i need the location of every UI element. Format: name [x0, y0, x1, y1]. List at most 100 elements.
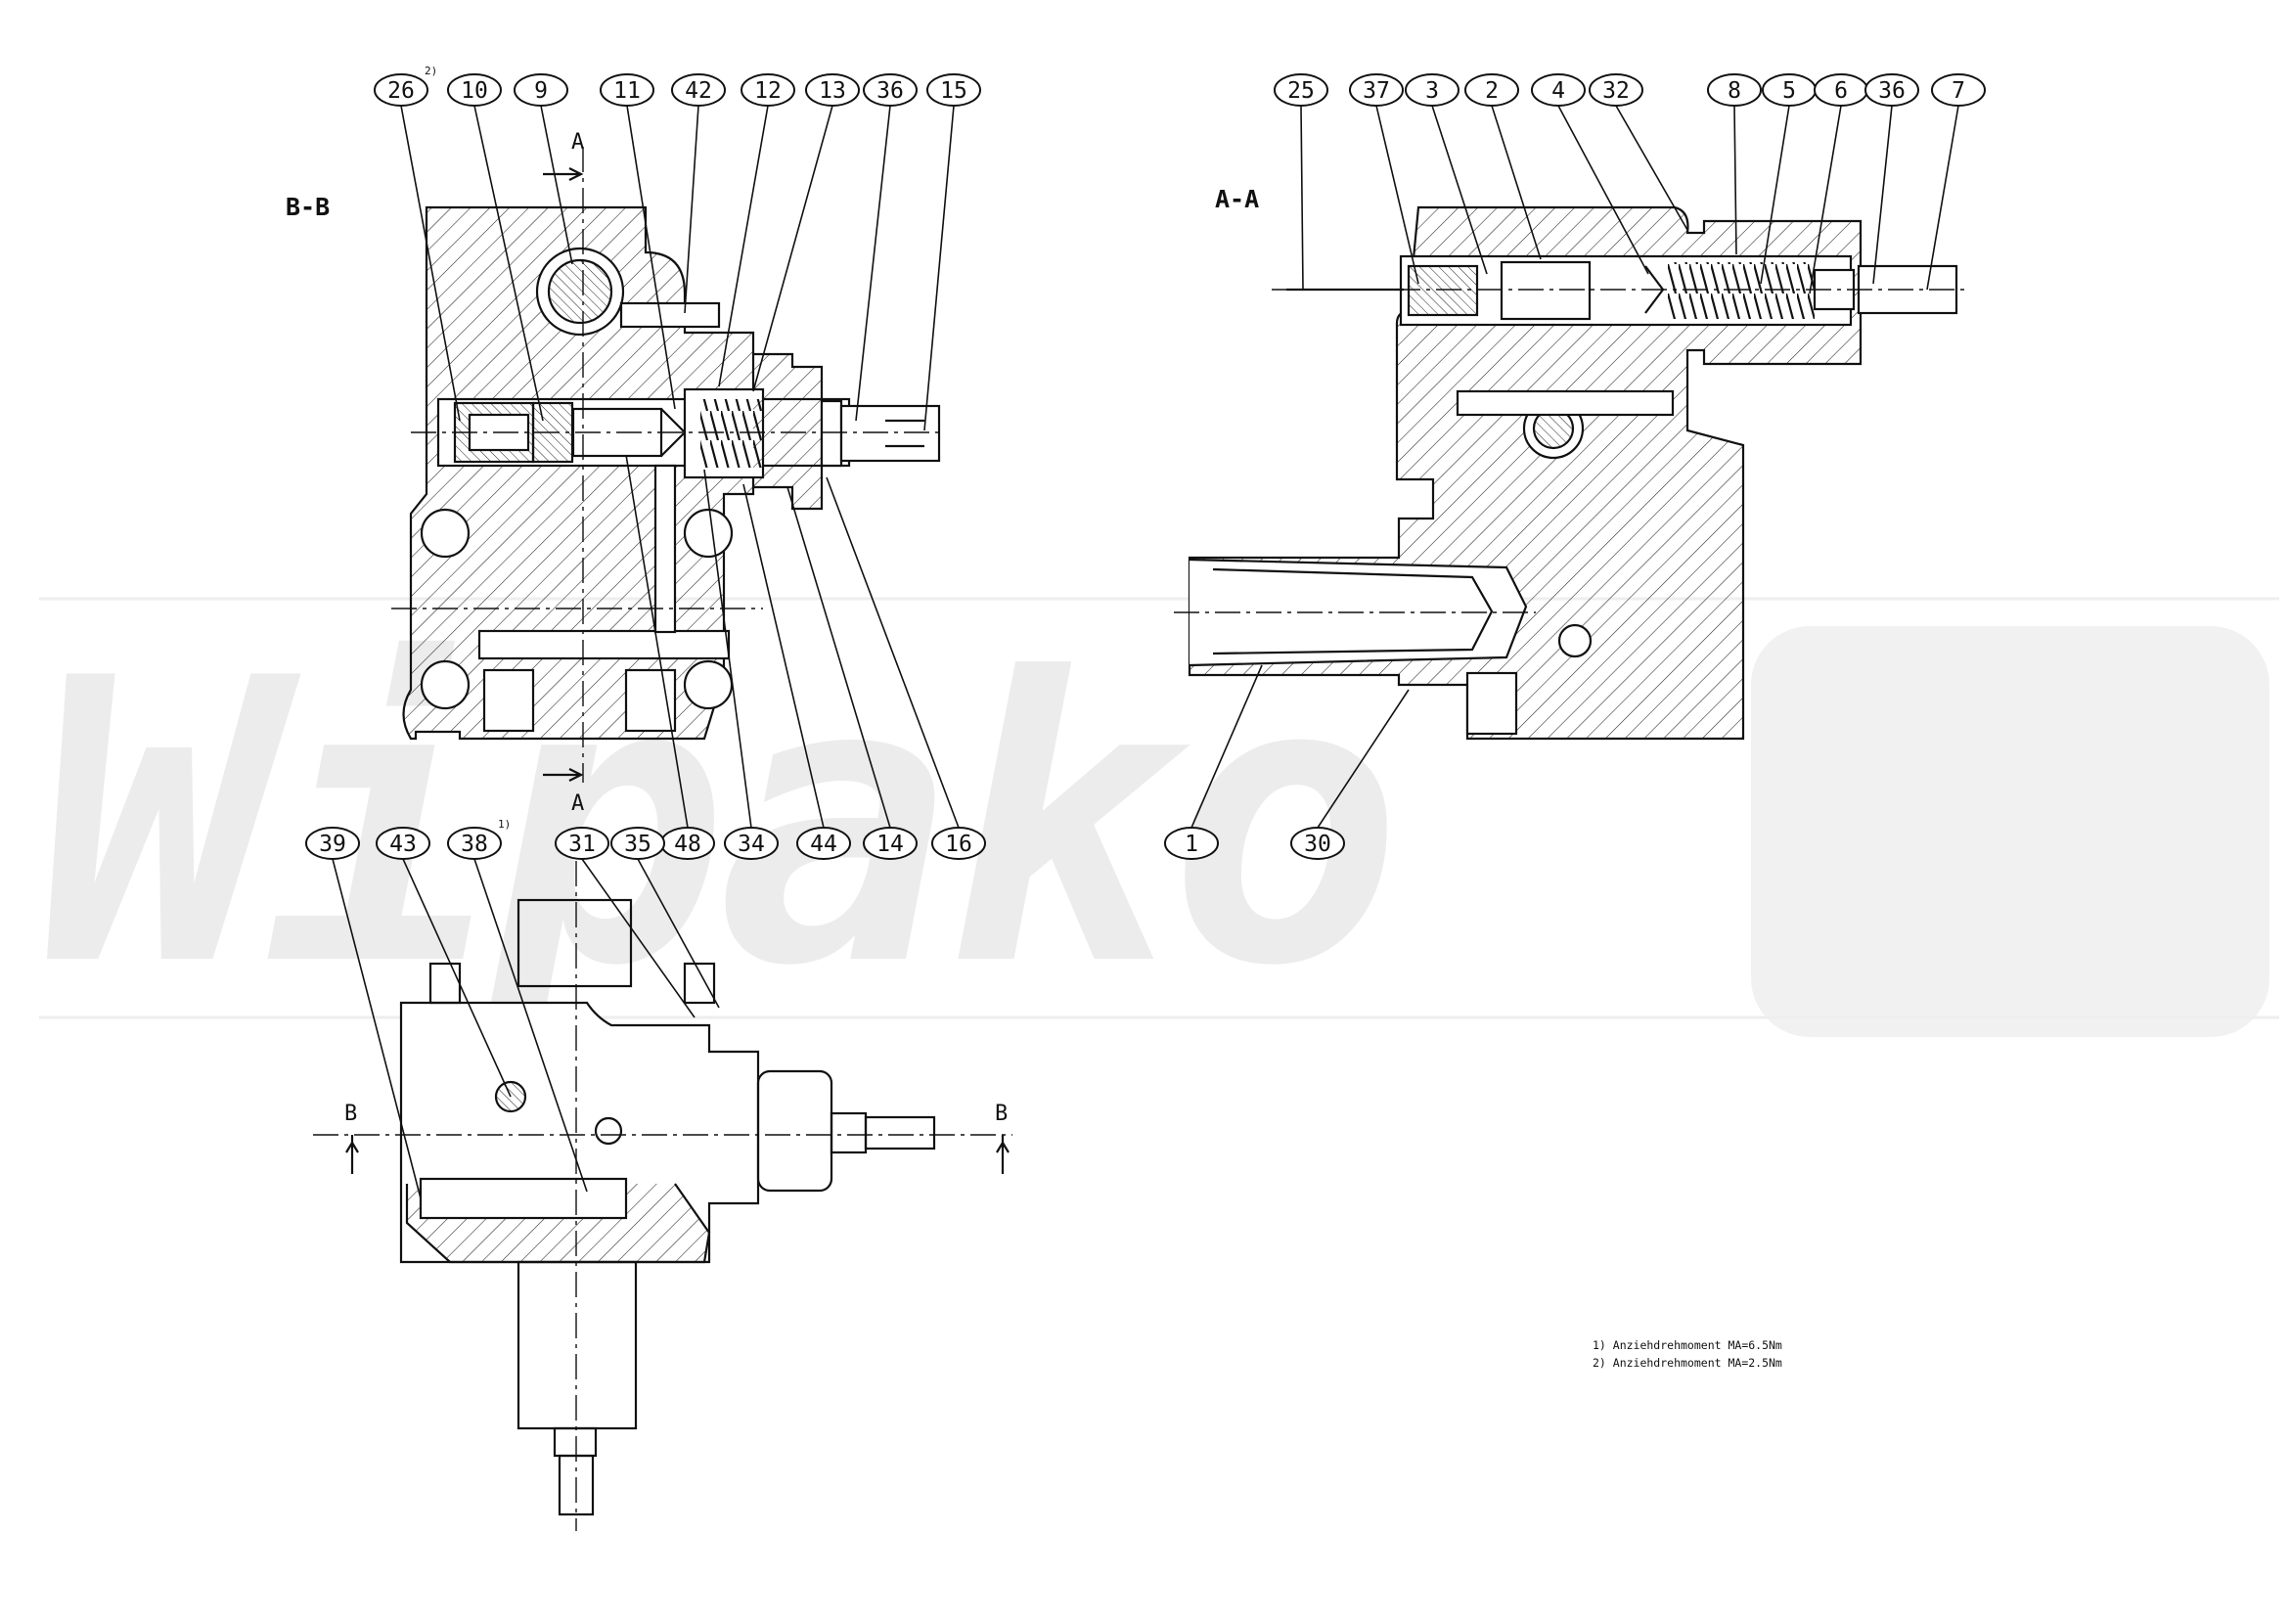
- callout-aa-32: 32: [1589, 73, 1688, 231]
- view-front: B B: [313, 861, 1012, 1531]
- callout-balloon: [1349, 73, 1404, 107]
- note-1: 1) Anziehdrehmoment MA=6.5Nm: [1593, 1338, 1782, 1352]
- callout-aa-7: 7: [1926, 73, 1986, 291]
- callout-leader: [1615, 105, 1688, 231]
- callout-number: 5: [1782, 78, 1796, 104]
- callout-number: 31: [568, 832, 596, 857]
- callout-aa-8: 8: [1707, 73, 1762, 255]
- callout-aa-30: 30: [1290, 689, 1410, 860]
- callout-leader: [718, 105, 769, 387]
- callout-number: 14: [876, 832, 904, 857]
- callout-number: 8: [1728, 78, 1741, 104]
- bb-hole-1: [420, 508, 471, 559]
- callout-leader: [1760, 105, 1790, 285]
- callout-bb-34: 34: [703, 469, 779, 860]
- callout-leader: [826, 476, 960, 829]
- callout-aa-36: 36: [1864, 73, 1919, 285]
- watermark: Wipako: [39, 597, 2279, 1052]
- callout-bb-42: 42: [671, 73, 726, 314]
- callout-leader: [752, 105, 833, 392]
- callout-balloon: [305, 827, 360, 860]
- front-section-mark-right: B: [995, 1102, 1008, 1126]
- callout-balloon: [1164, 827, 1219, 860]
- view-bb: B-B A A: [286, 130, 941, 816]
- callout-aa-2: 2: [1464, 73, 1542, 260]
- callout-balloon: [1405, 73, 1459, 107]
- callout-balloon: [610, 827, 665, 860]
- callout-number: 12: [754, 78, 782, 104]
- front-section-mark-left: B: [344, 1102, 357, 1126]
- callout-leader: [1872, 105, 1893, 285]
- callout-aa-4: 4: [1531, 73, 1649, 275]
- callout-balloon: [671, 73, 726, 107]
- callout-number: 2: [1485, 78, 1499, 104]
- callout-bb-11: 11: [600, 73, 676, 410]
- callout-number: 4: [1551, 78, 1565, 104]
- callout-front-31: 31: [555, 827, 696, 1018]
- callout-balloon: [374, 73, 428, 107]
- callout-aa-37: 37: [1349, 73, 1419, 285]
- callout-footnote-ref: 1): [498, 818, 511, 831]
- callout-front-43: 43: [376, 827, 512, 1098]
- callout-number: 44: [810, 832, 837, 857]
- callout-bb-15: 15: [923, 73, 981, 431]
- callout-balloon: [931, 827, 986, 860]
- callout-number: 26: [387, 78, 415, 104]
- callout-balloon: [555, 827, 609, 860]
- callout-number: 3: [1425, 78, 1439, 104]
- callout-balloon: [926, 73, 981, 107]
- bb-section-mark-bottom: A: [571, 791, 584, 816]
- callout-leader: [855, 105, 891, 422]
- callout-number: 13: [819, 78, 846, 104]
- callout-leader: [1926, 105, 1959, 291]
- callout-number: 15: [940, 78, 967, 104]
- callout-leader: [400, 105, 461, 422]
- callout-leader: [786, 486, 891, 829]
- callout-front-38: 381): [447, 818, 588, 1193]
- callout-number: 6: [1834, 78, 1848, 104]
- callout-leader: [581, 858, 696, 1018]
- callout-number: 36: [876, 78, 904, 104]
- callout-number: 37: [1363, 78, 1390, 104]
- note-2: 2) Anziehdrehmoment MA=2.5Nm: [1593, 1356, 1782, 1370]
- callout-balloon: [1707, 73, 1762, 107]
- callout-leader: [332, 858, 422, 1199]
- callout-bb-16: 16: [826, 476, 986, 860]
- callout-number: 11: [613, 78, 641, 104]
- callout-leader: [473, 105, 544, 422]
- callout-balloon: [1464, 73, 1519, 107]
- callout-leader: [637, 858, 720, 1009]
- callout-balloon: [724, 827, 779, 860]
- callout-leader: [626, 105, 676, 410]
- callout-number: 30: [1304, 832, 1331, 857]
- callout-number: 25: [1287, 78, 1315, 104]
- callout-bb-44: 44: [742, 483, 851, 860]
- callout-balloon: [376, 827, 430, 860]
- callout-balloon: [796, 827, 851, 860]
- callout-balloon: [863, 827, 918, 860]
- callout-balloon: [1531, 73, 1586, 107]
- callout-balloon: [600, 73, 654, 107]
- callout-leader: [684, 105, 699, 314]
- callout-number: 9: [534, 78, 548, 104]
- callout-balloon: [1931, 73, 1986, 107]
- callout-balloon: [1864, 73, 1919, 107]
- callout-bb-13: 13: [752, 73, 860, 392]
- front-shaft: [516, 898, 633, 988]
- callout-leader: [1317, 689, 1410, 829]
- callout-balloon: [447, 73, 502, 107]
- callout-balloon: [514, 73, 568, 107]
- callout-front-39: 39: [305, 827, 422, 1199]
- callout-aa-1: 1: [1164, 664, 1263, 860]
- callout-leader: [703, 469, 752, 829]
- callout-leader: [540, 105, 573, 265]
- bb-adjust-screw: [839, 404, 941, 463]
- callout-number: 48: [674, 832, 701, 857]
- callout-footnote-ref: 2): [425, 65, 437, 77]
- callout-number: 34: [738, 832, 765, 857]
- callout-balloon: [1589, 73, 1643, 107]
- torque-notes: 1) Anziehdrehmoment MA=6.5Nm 2) Anziehdr…: [1593, 1336, 1782, 1372]
- callout-bb-10: 10: [447, 73, 544, 422]
